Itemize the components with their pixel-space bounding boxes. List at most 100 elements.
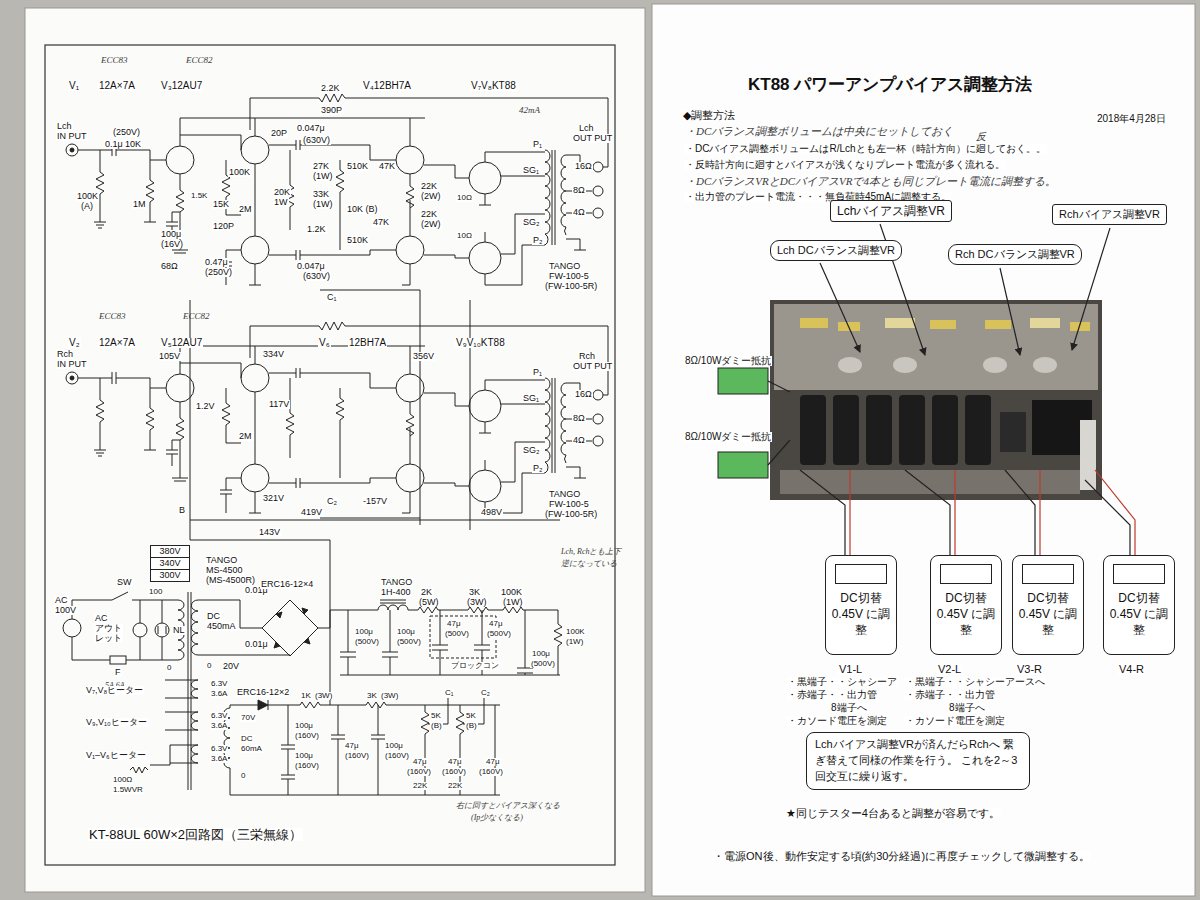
label-text: 10Ω (456, 232, 473, 240)
label-text: 2K (420, 588, 433, 597)
label-text: Lch (56, 122, 73, 131)
label-text: 8Ω/10Wダミー抵抗 (684, 432, 772, 442)
node-text: 380V (151, 546, 189, 558)
meter-display (1022, 564, 1074, 584)
label-text: 47K (378, 162, 396, 171)
label-text: 3K (366, 692, 378, 700)
tester-box: DC切替 0.45V に調整 (930, 555, 1002, 655)
label-text: 100K (500, 588, 523, 597)
handwritten-note: ・DCバランスVRとDCバイアスVRで4本とも同じプレート電流に調整する。 (684, 176, 1057, 187)
callout-box: Lch DCバランス調整VR (770, 240, 902, 261)
label-text: (A) (80, 202, 94, 211)
label-text: AC (94, 614, 109, 623)
label-text: 100K (228, 168, 251, 177)
label-text: 4Ω (572, 208, 586, 217)
label-text: TANGO (548, 490, 581, 499)
label-text: V₁ (68, 81, 80, 91)
handwritten-note: 42mA (518, 106, 541, 115)
label-text: (3W) (380, 692, 399, 700)
label-text: V₇V₈KT88 (470, 81, 517, 91)
label-text: V₄12BH7A (362, 81, 412, 91)
node-text: Rchバイアス調整VR (1059, 208, 1160, 221)
label-text: ・黒端子・・シャシーアースへ (904, 677, 1046, 687)
handwritten-note: (Ip少なくなる) (470, 814, 524, 822)
label-text: (2W) (420, 192, 442, 201)
label-text: 143V (258, 528, 281, 537)
label-text: 2M (238, 432, 253, 441)
label-text: (MS-4500R) (205, 576, 256, 585)
label-text: (FW-100-5R) (544, 510, 598, 519)
label-text: (2W) (420, 220, 442, 229)
label-text: ・反時計方向に廻すとバイアスが浅くなりプレート電流が多く流れる。 (684, 160, 1006, 170)
node-text: DC切替 0.45V に調整 (934, 590, 998, 639)
label-text: P₁ (532, 368, 543, 377)
label-text: 8端子へ (948, 703, 986, 713)
label-text: ・黒端子・・シャシーア (786, 677, 898, 687)
label-text: 60mA (240, 745, 263, 753)
label-text: C₂ (480, 689, 491, 697)
label-text: SG₂ (522, 218, 541, 227)
label-text: 100Ω (112, 776, 133, 784)
label-text: OUT PUT (572, 134, 613, 143)
label-text: V₁–V₆ヒーター (85, 751, 147, 760)
node-text: DC切替 0.45V に調整 (829, 590, 893, 639)
label-text: FW-100-5 (548, 500, 590, 509)
label-text: (630V) (302, 272, 331, 281)
handwritten-note: ECC82 (185, 56, 214, 65)
label-text: 105V (158, 352, 181, 361)
label-text: (160V) (406, 768, 432, 776)
handwritten-note: 反 (975, 132, 987, 142)
label-text: Rch (56, 350, 74, 359)
label-text: NL (172, 626, 186, 635)
label-text: ERC16-12×4 (260, 580, 314, 589)
label-text: 8Ω (572, 414, 586, 423)
label-text: 4Ω (572, 436, 586, 445)
label-text: 1.2K (306, 225, 327, 234)
tap-selector-box: 380V340V300V (150, 545, 190, 582)
label-text: 15K (212, 200, 230, 209)
label-text: DC (206, 612, 221, 621)
label-text: 498V (480, 508, 503, 517)
note-box: Lchバイアス調整VRが済んだらRchへ 繋ぎ替えて同様の作業を行う。 これを2… (806, 732, 1030, 790)
node-text: 300V (151, 570, 189, 581)
label-text: 33K (312, 190, 330, 199)
label-text: (3W) (466, 598, 488, 607)
callout-box: Rchバイアス調整VR (1052, 204, 1167, 225)
label-text: 1W (273, 198, 289, 207)
node-text: DC切替 0.45V に調整 (1016, 590, 1080, 639)
label-text: 0.1μ (104, 140, 124, 149)
label-text: (5W) (418, 598, 440, 607)
label-text: 334V (262, 350, 285, 359)
label-text: P₁ (532, 140, 543, 149)
label-text: TANGO (548, 262, 581, 271)
label-text: 356V (412, 352, 435, 361)
handwritten-note: 右に回すとバイアス深くなる (455, 802, 561, 810)
label-text: (160V) (294, 762, 320, 770)
label-text: 0 (206, 662, 212, 670)
label-text: 10K (B) (346, 205, 379, 214)
label-text: ・赤端子・・出力管 (786, 690, 878, 700)
label-text: 100μ (396, 628, 416, 636)
label-text: 3K (468, 588, 481, 597)
label-text: アウト (94, 624, 123, 633)
label-text: IN PUT (56, 360, 88, 369)
label-text: 0 (166, 664, 172, 672)
label-text: 0 (240, 772, 246, 780)
callout-box: Rch DCバランス調整VR (948, 244, 1082, 265)
label-text: 6.3V (210, 712, 228, 720)
node-text: Rch DCバランス調整VR (955, 248, 1075, 261)
label-text: 5K (430, 712, 442, 720)
label-text: 3.6A (210, 722, 228, 730)
label-text: (160V) (384, 752, 410, 760)
label-text: (B) (430, 722, 443, 730)
tester-box: DC切替 0.45V に調整 (825, 555, 897, 655)
tester-box: DC切替 0.45V に調整 (1012, 555, 1084, 655)
label-text: V1-L (838, 664, 863, 675)
label-text: V₃12AU7 (160, 81, 203, 91)
label-text: SG₁ (522, 166, 540, 175)
label-text: SW (116, 578, 133, 587)
label-text: (160V) (294, 732, 320, 740)
label-text: (160V) (441, 768, 467, 776)
label-text: 6.3V (210, 745, 228, 753)
label-text: 510K (346, 236, 369, 245)
